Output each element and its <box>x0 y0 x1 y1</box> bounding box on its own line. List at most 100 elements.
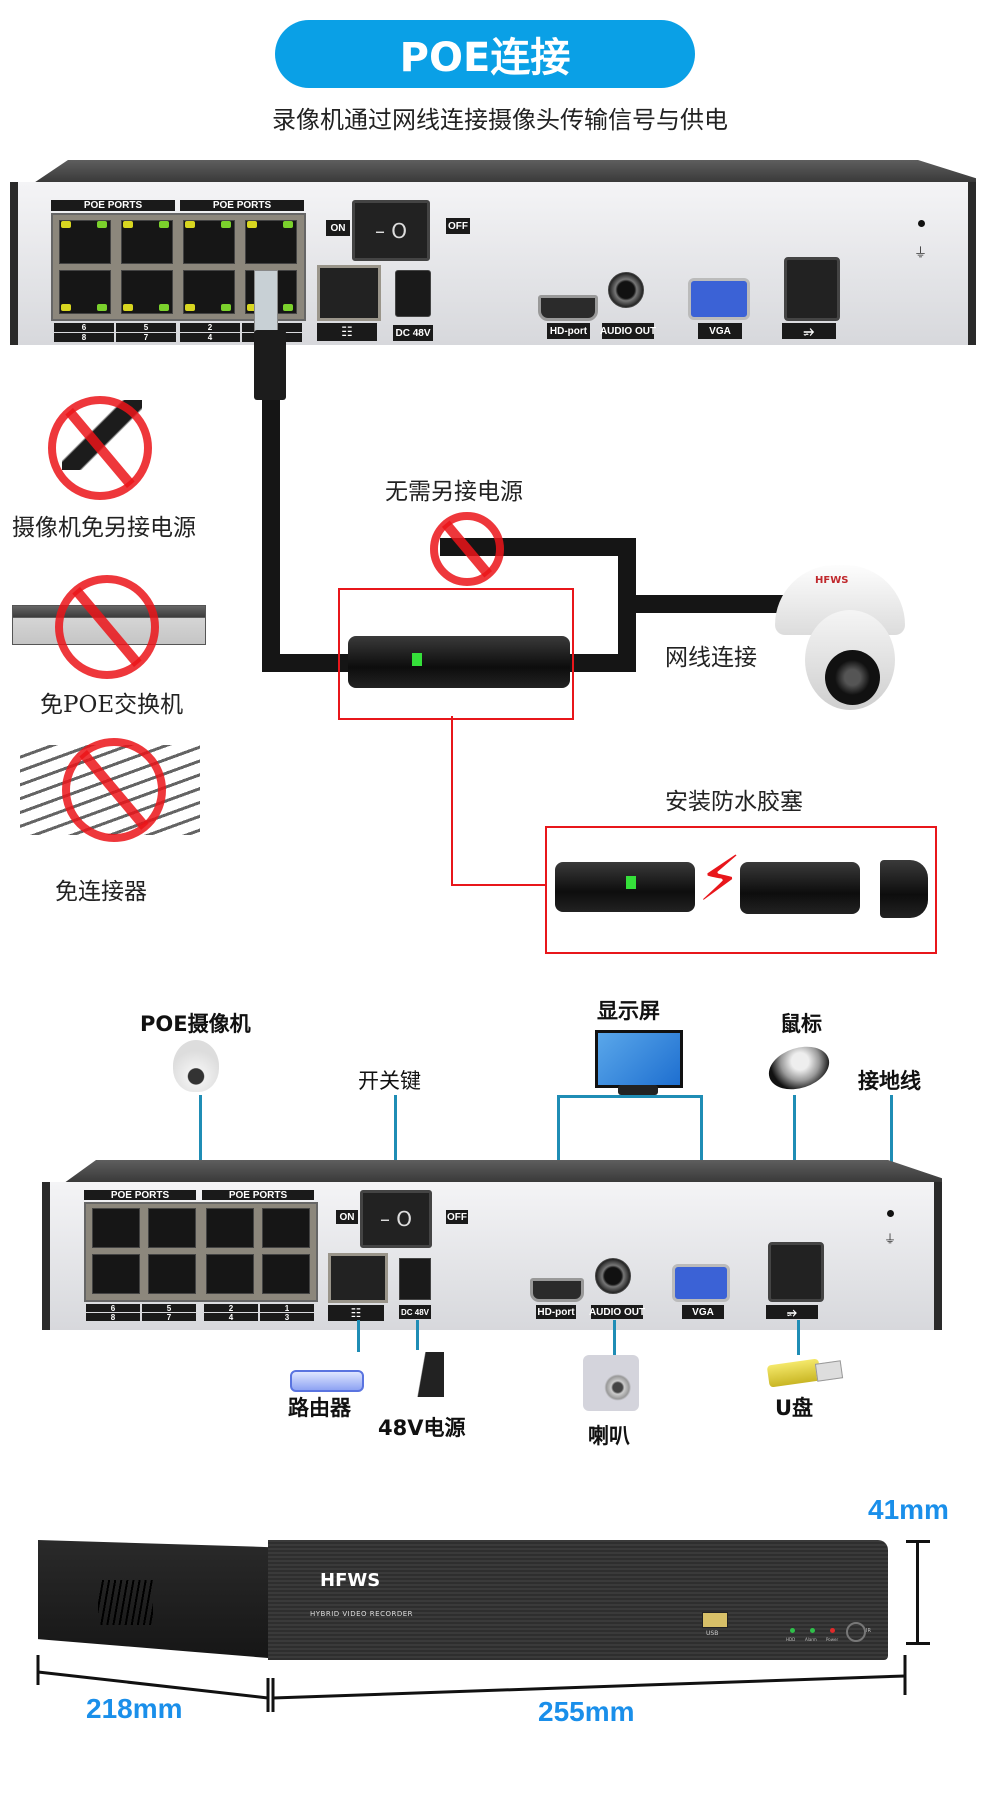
speaker-connector-line <box>613 1320 616 1358</box>
usb-drive-connector-line <box>797 1320 800 1355</box>
port-number: 5 <box>116 323 176 332</box>
link-led <box>61 221 71 228</box>
act-led <box>97 304 107 311</box>
port-number: 2 <box>180 323 240 332</box>
hd-port-label: HD-port <box>547 323 590 339</box>
port-number: 6 <box>86 1304 140 1313</box>
audio-out-label: AUDIO OUT <box>588 1305 646 1319</box>
poe-port[interactable] <box>262 1208 310 1248</box>
title-text: POE连接 <box>399 35 571 81</box>
port-number: 4 <box>180 333 240 342</box>
mouse-icon <box>763 1039 835 1097</box>
poe-ports-label: POE PORTS <box>202 1190 314 1201</box>
left-item-label: 免POE交换机 <box>40 692 184 718</box>
prohibit-icon <box>55 575 159 679</box>
power-connector-line <box>416 1320 419 1350</box>
poe-port-block <box>51 213 306 321</box>
link-led <box>61 304 71 311</box>
nvr-front-panel <box>268 1540 888 1660</box>
port-number: 2 <box>204 1304 258 1313</box>
poe-port[interactable] <box>148 1208 196 1248</box>
switch-glyph: – O <box>379 1207 413 1231</box>
nvr-top-cover <box>60 1160 942 1186</box>
poe-ports-label: POE PORTS <box>51 200 175 211</box>
port-number: 7 <box>142 1313 196 1322</box>
dc-48v-label: DC 48V <box>399 1305 431 1319</box>
height-dimension-line <box>916 1540 919 1644</box>
vga-label: VGA <box>698 323 742 339</box>
vga-label: VGA <box>682 1305 724 1319</box>
act-led <box>97 221 107 228</box>
vga-port[interactable] <box>688 278 750 320</box>
led-label: Alarm <box>805 1637 817 1642</box>
speaker-icon <box>583 1355 639 1411</box>
power-switch[interactable]: – O <box>352 200 430 261</box>
poe-camera-icon <box>173 1040 219 1092</box>
power-switch[interactable]: – O <box>360 1190 432 1248</box>
camera-cable <box>630 595 800 613</box>
hdmi-port[interactable] <box>538 295 598 321</box>
title-banner: POE连接 <box>275 20 695 88</box>
port-number: 8 <box>54 333 114 342</box>
monitor-stand <box>618 1085 658 1095</box>
power-adapter-icon <box>398 1352 444 1397</box>
usb-drive-label: U盘 <box>775 1396 814 1420</box>
lightning-icon: ⚡ <box>698 842 742 915</box>
audio-out-port[interactable] <box>608 272 644 308</box>
lan-port[interactable] <box>328 1253 388 1303</box>
network-connection-label: 网线连接 <box>665 645 757 671</box>
vga-port[interactable] <box>672 1264 730 1302</box>
link-led <box>123 221 133 228</box>
depth-line <box>37 1670 269 1700</box>
rj45-plug <box>254 270 278 332</box>
port-number: 3 <box>260 1313 314 1322</box>
poe-port[interactable] <box>92 1208 140 1248</box>
waterproof-plug-highlight <box>545 826 937 954</box>
prohibit-icon <box>48 396 152 500</box>
lan-port[interactable] <box>317 265 381 321</box>
connector-socket-part <box>740 862 860 914</box>
poe-port[interactable] <box>206 1208 254 1248</box>
router-connector-line <box>357 1320 360 1352</box>
dc-power-port[interactable] <box>395 270 431 317</box>
front-brand-logo: HFWS <box>320 1570 381 1591</box>
switch-connector-line <box>394 1095 397 1215</box>
port-number: 6 <box>54 323 114 332</box>
audio-out-port[interactable] <box>595 1258 631 1294</box>
power-supply-label: 48V电源 <box>378 1416 466 1440</box>
front-usb-port[interactable] <box>702 1612 728 1628</box>
monitor-label: 显示屏 <box>597 999 660 1023</box>
poe-port[interactable] <box>206 1254 254 1294</box>
ground-screw-hole <box>918 220 925 227</box>
hdmi-port[interactable] <box>530 1278 584 1302</box>
hdd-led <box>790 1628 795 1633</box>
usb-icon: ⭌ <box>782 323 836 339</box>
connector-plug-part <box>555 862 695 912</box>
front-usb-label: USB <box>706 1630 719 1637</box>
rj45-boot <box>254 330 286 400</box>
network-cable-horizontal <box>262 654 352 672</box>
ground-connector-line <box>890 1095 893 1215</box>
port-number: 7 <box>116 333 176 342</box>
link-led <box>185 304 195 311</box>
dc-power-port[interactable] <box>399 1258 431 1300</box>
act-led <box>283 221 293 228</box>
link-led <box>123 304 133 311</box>
connector-indicator <box>412 653 422 666</box>
poe-port[interactable] <box>262 1254 310 1294</box>
callout-line-horizontal <box>451 884 547 886</box>
poe-port[interactable] <box>148 1254 196 1294</box>
poe-port[interactable] <box>92 1254 140 1294</box>
switch-glyph: – O <box>374 218 408 243</box>
depth-dimension-label: 218mm <box>86 1693 183 1724</box>
ground-label: 接地线 <box>858 1069 921 1093</box>
usb-port[interactable] <box>784 257 840 321</box>
usb-drive-plug <box>814 1360 844 1382</box>
act-led <box>159 304 169 311</box>
usb-port[interactable] <box>768 1242 824 1302</box>
router-icon <box>290 1370 364 1392</box>
vent-slots <box>98 1580 153 1625</box>
waterproof-plug-label: 安装防水胶塞 <box>665 789 803 815</box>
network-icon: ☷ <box>317 323 377 341</box>
mouse-label: 鼠标 <box>780 1012 822 1036</box>
